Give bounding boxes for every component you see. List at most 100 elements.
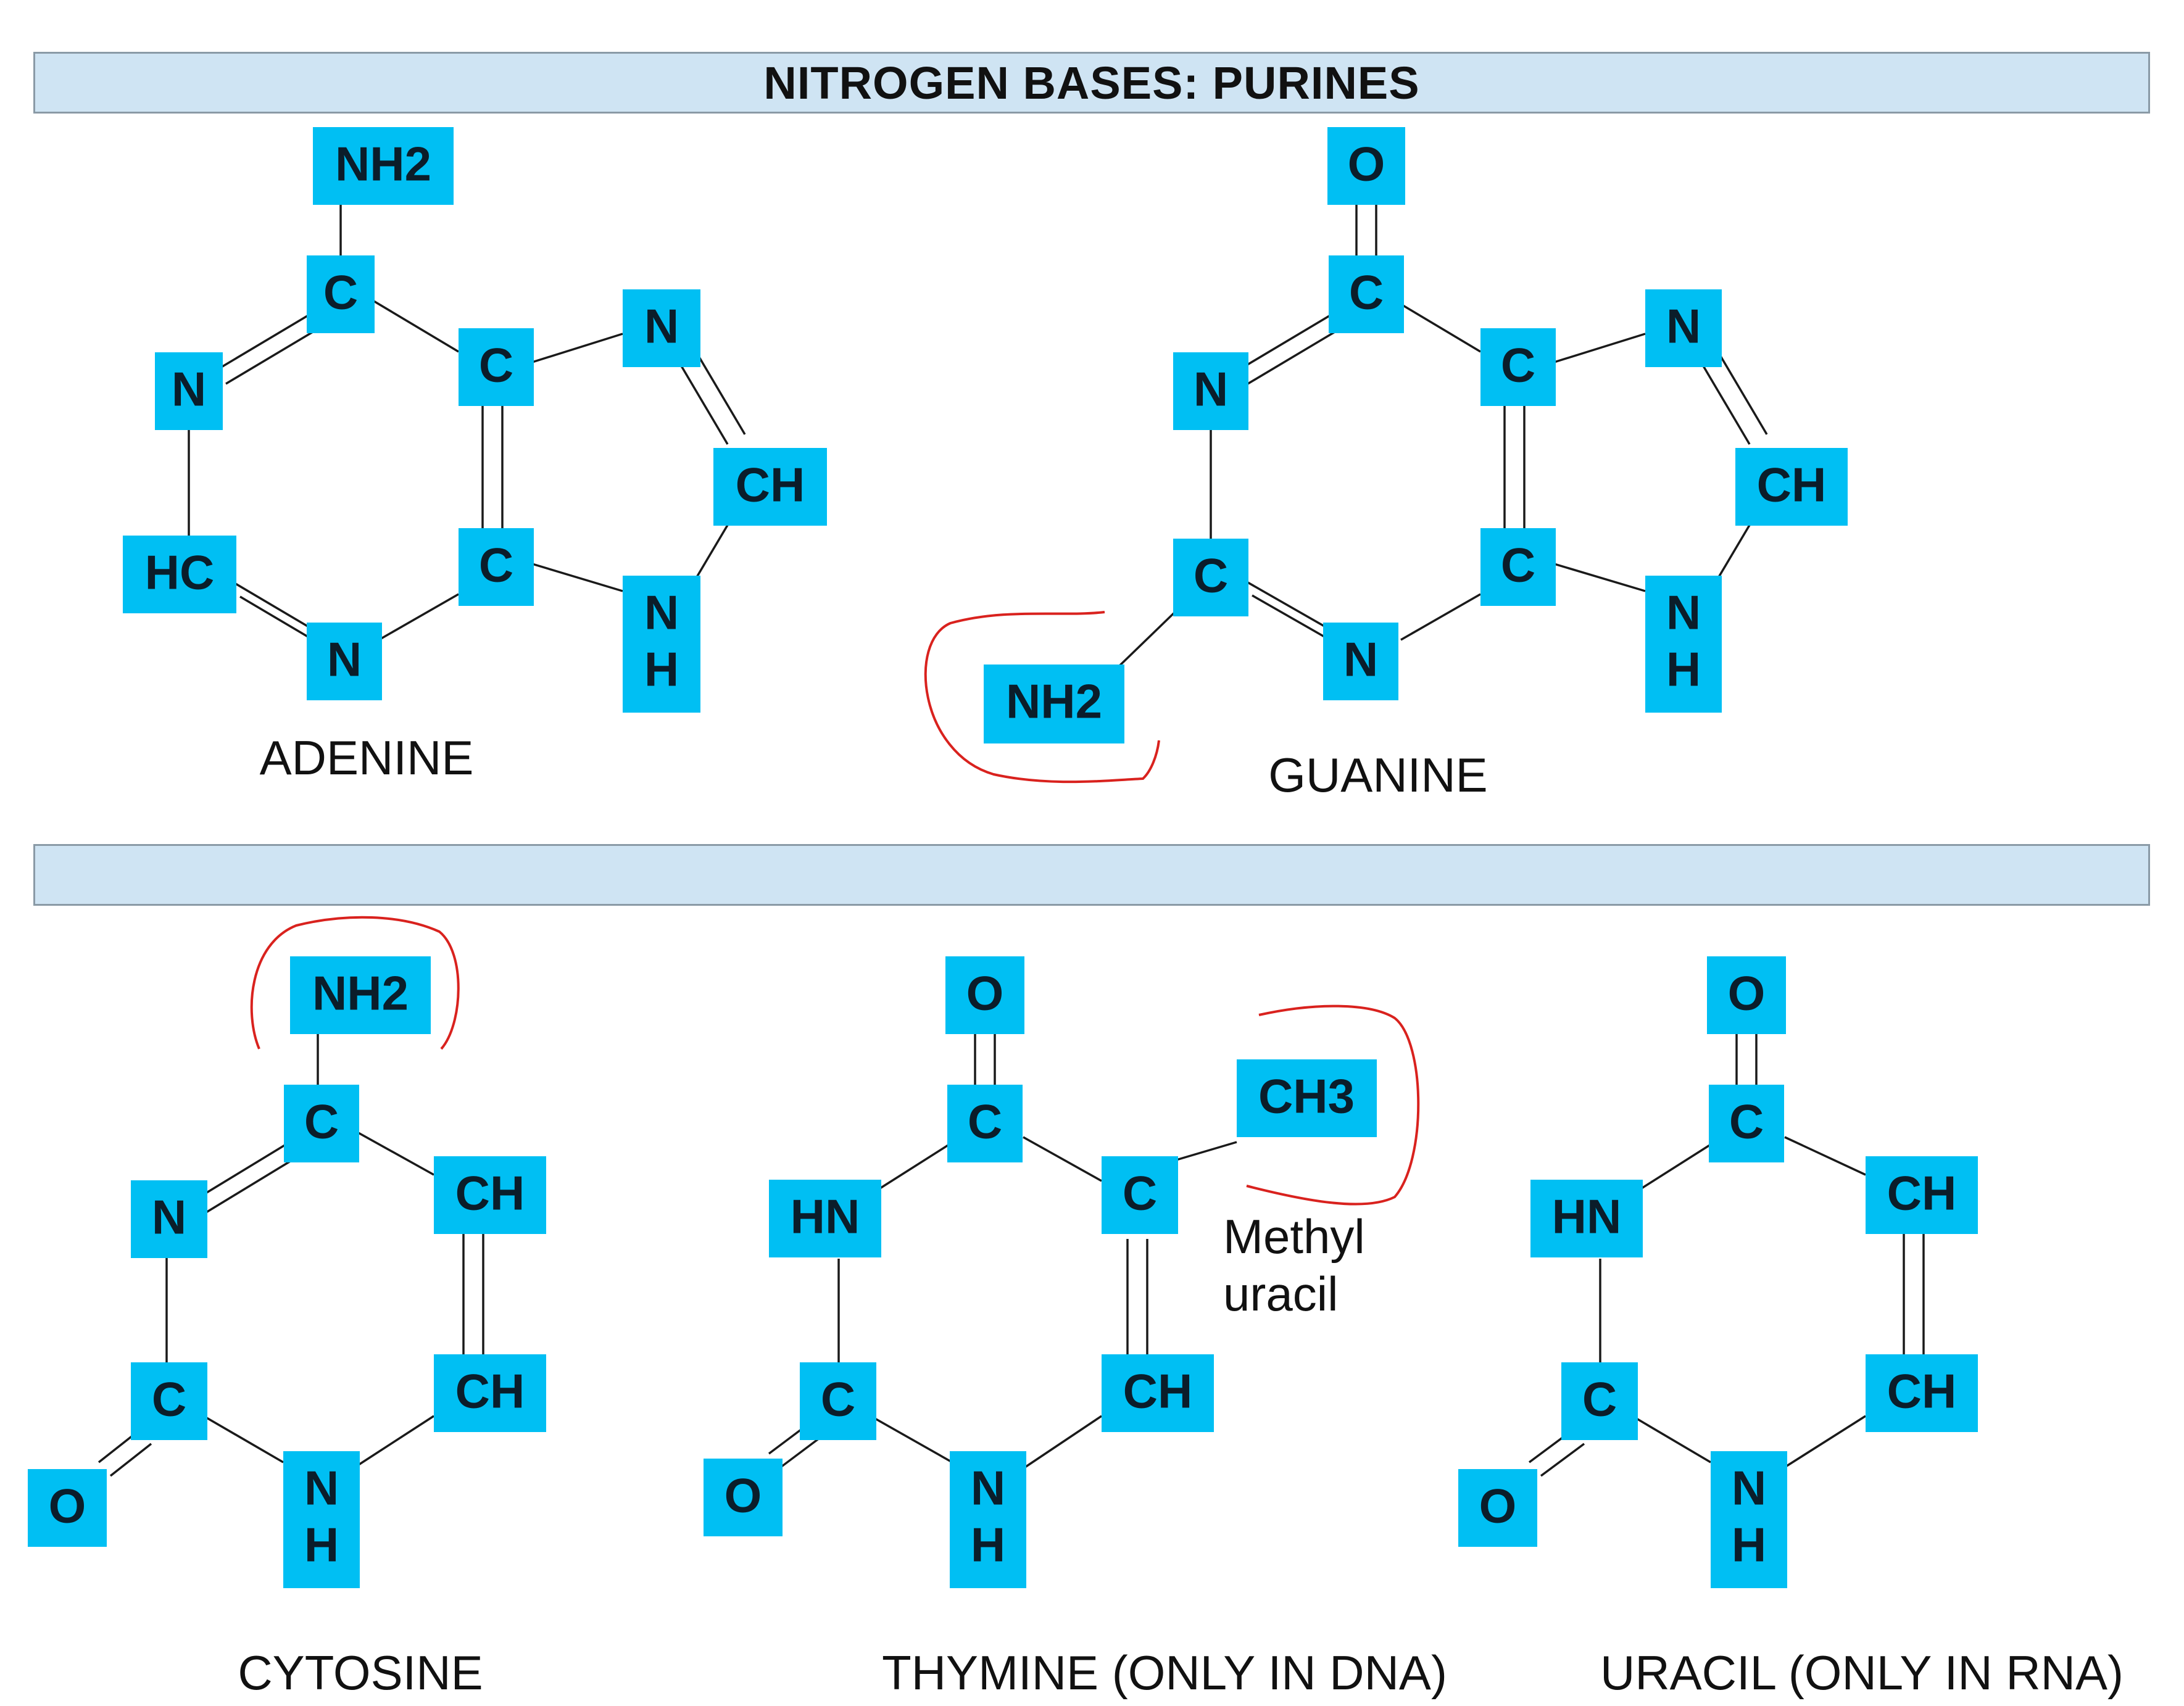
cytosine-structure: NH2 C N CH CH C N H O CYTOSINE bbox=[28, 916, 546, 1700]
atom-label: HN bbox=[791, 1190, 860, 1244]
atom-label: N bbox=[1666, 586, 1701, 640]
atom-label: CH bbox=[455, 1166, 525, 1220]
atom-label: N bbox=[327, 632, 362, 687]
atom-box bbox=[307, 623, 382, 700]
atom-box bbox=[984, 665, 1124, 743]
header-band: NITROGEN BASES: PURINES bbox=[33, 52, 2150, 114]
atom-box bbox=[1480, 328, 1556, 406]
atom-box bbox=[434, 1354, 546, 1432]
atom-box bbox=[950, 1451, 1026, 1588]
atom-box bbox=[1530, 1180, 1643, 1257]
atom-box bbox=[1707, 956, 1786, 1034]
atom-label: C bbox=[323, 265, 358, 320]
atom-label: N bbox=[1343, 632, 1378, 687]
atom-label: C bbox=[1349, 265, 1384, 320]
atom-box bbox=[459, 328, 534, 406]
atom-box bbox=[155, 352, 223, 430]
atom-box bbox=[1645, 576, 1722, 713]
atom-box bbox=[1102, 1354, 1214, 1432]
atom-box bbox=[1645, 289, 1722, 367]
atom-label: O bbox=[966, 966, 1004, 1021]
atom-label: O bbox=[1728, 966, 1766, 1021]
atom-box bbox=[1173, 539, 1248, 616]
atom-label: C bbox=[304, 1095, 339, 1149]
atom-label: N bbox=[971, 1461, 1005, 1515]
atom-label: N bbox=[644, 299, 679, 354]
atom-box bbox=[123, 536, 236, 613]
atom-label: N bbox=[644, 586, 679, 640]
atom-label: H bbox=[644, 642, 679, 697]
atom-label: HN bbox=[1552, 1190, 1622, 1244]
atom-box bbox=[769, 1180, 881, 1257]
atom-box bbox=[459, 528, 534, 606]
atom-box bbox=[1561, 1362, 1638, 1440]
atom-label: N bbox=[1732, 1461, 1766, 1515]
highlight-circle-guanine-nh2 bbox=[924, 611, 1160, 784]
thymine-note-line-2: uracil bbox=[1223, 1267, 1338, 1321]
atom-box bbox=[1102, 1156, 1178, 1234]
atom-box bbox=[945, 956, 1024, 1034]
atom-box bbox=[1480, 528, 1556, 606]
cytosine-caption: CYTOSINE bbox=[238, 1646, 483, 1700]
atom-label: H bbox=[971, 1518, 1005, 1572]
atom-label: CH bbox=[1887, 1166, 1957, 1220]
atom-label: CH3 bbox=[1258, 1069, 1355, 1124]
atom-box bbox=[800, 1362, 876, 1440]
atom-label: O bbox=[725, 1468, 762, 1523]
atom-label: CH bbox=[1757, 458, 1827, 512]
atom-label: C bbox=[479, 538, 513, 592]
highlight-circle-thymine-ch3 bbox=[1246, 1004, 1420, 1206]
atom-box bbox=[434, 1156, 546, 1234]
atom-label: N bbox=[304, 1461, 339, 1515]
atom-box bbox=[1735, 448, 1848, 526]
atom-label: O bbox=[1348, 137, 1385, 191]
atom-label: C bbox=[1582, 1372, 1617, 1426]
atom-label: C bbox=[152, 1372, 186, 1426]
atom-label: NH2 bbox=[312, 966, 409, 1021]
thymine-note-line-1: Methyl bbox=[1223, 1209, 1365, 1264]
adenine-caption: ADENINE bbox=[260, 731, 474, 785]
atom-label: HC bbox=[145, 545, 215, 600]
atom-box bbox=[1237, 1059, 1377, 1137]
atom-label: NH2 bbox=[335, 137, 431, 191]
atom-box bbox=[313, 127, 454, 205]
atom-label: N bbox=[1194, 362, 1228, 416]
atom-label: CH bbox=[736, 458, 805, 512]
atom-label: C bbox=[821, 1372, 855, 1426]
header-title: NITROGEN BASES: PURINES bbox=[763, 57, 1420, 109]
atom-label: CH bbox=[1887, 1364, 1957, 1418]
atom-label: O bbox=[49, 1479, 86, 1533]
atom-box bbox=[1323, 623, 1398, 700]
guanine-caption: GUANINE bbox=[1268, 748, 1487, 802]
atom-label: CH bbox=[1123, 1364, 1193, 1418]
atom-box bbox=[1329, 255, 1404, 333]
adenine-structure: NH2 C N C HC N C N CH N H ADENINE bbox=[123, 127, 827, 785]
guanine-structure: O C N C C N C N CH N H NH2 GUANINE bbox=[924, 127, 1848, 802]
atom-box bbox=[290, 956, 431, 1034]
atom-box bbox=[1709, 1085, 1784, 1162]
atom-label: C bbox=[1194, 549, 1228, 603]
atom-box bbox=[307, 255, 375, 333]
atom-box bbox=[283, 1451, 360, 1588]
atom-box bbox=[623, 576, 700, 713]
atom-box bbox=[623, 289, 700, 367]
atom-box bbox=[284, 1085, 359, 1162]
thymine-caption: THYMINE (ONLY IN DNA) bbox=[882, 1646, 1447, 1700]
atom-label: O bbox=[1479, 1479, 1517, 1533]
atom-box bbox=[1173, 352, 1248, 430]
atom-box bbox=[713, 448, 827, 526]
atom-label: H bbox=[1666, 642, 1701, 697]
atom-label: C bbox=[1729, 1095, 1764, 1149]
atom-label: N bbox=[1666, 299, 1701, 354]
atom-label: NH2 bbox=[1006, 674, 1102, 729]
atom-box bbox=[131, 1180, 207, 1258]
second-band bbox=[33, 844, 2150, 906]
atom-label: C bbox=[1501, 538, 1535, 592]
atom-label: H bbox=[304, 1518, 339, 1572]
atom-label: H bbox=[1732, 1518, 1766, 1572]
atom-box bbox=[131, 1362, 207, 1440]
atom-label: C bbox=[968, 1095, 1002, 1149]
atom-label: N bbox=[152, 1190, 186, 1244]
atom-box bbox=[28, 1469, 107, 1547]
